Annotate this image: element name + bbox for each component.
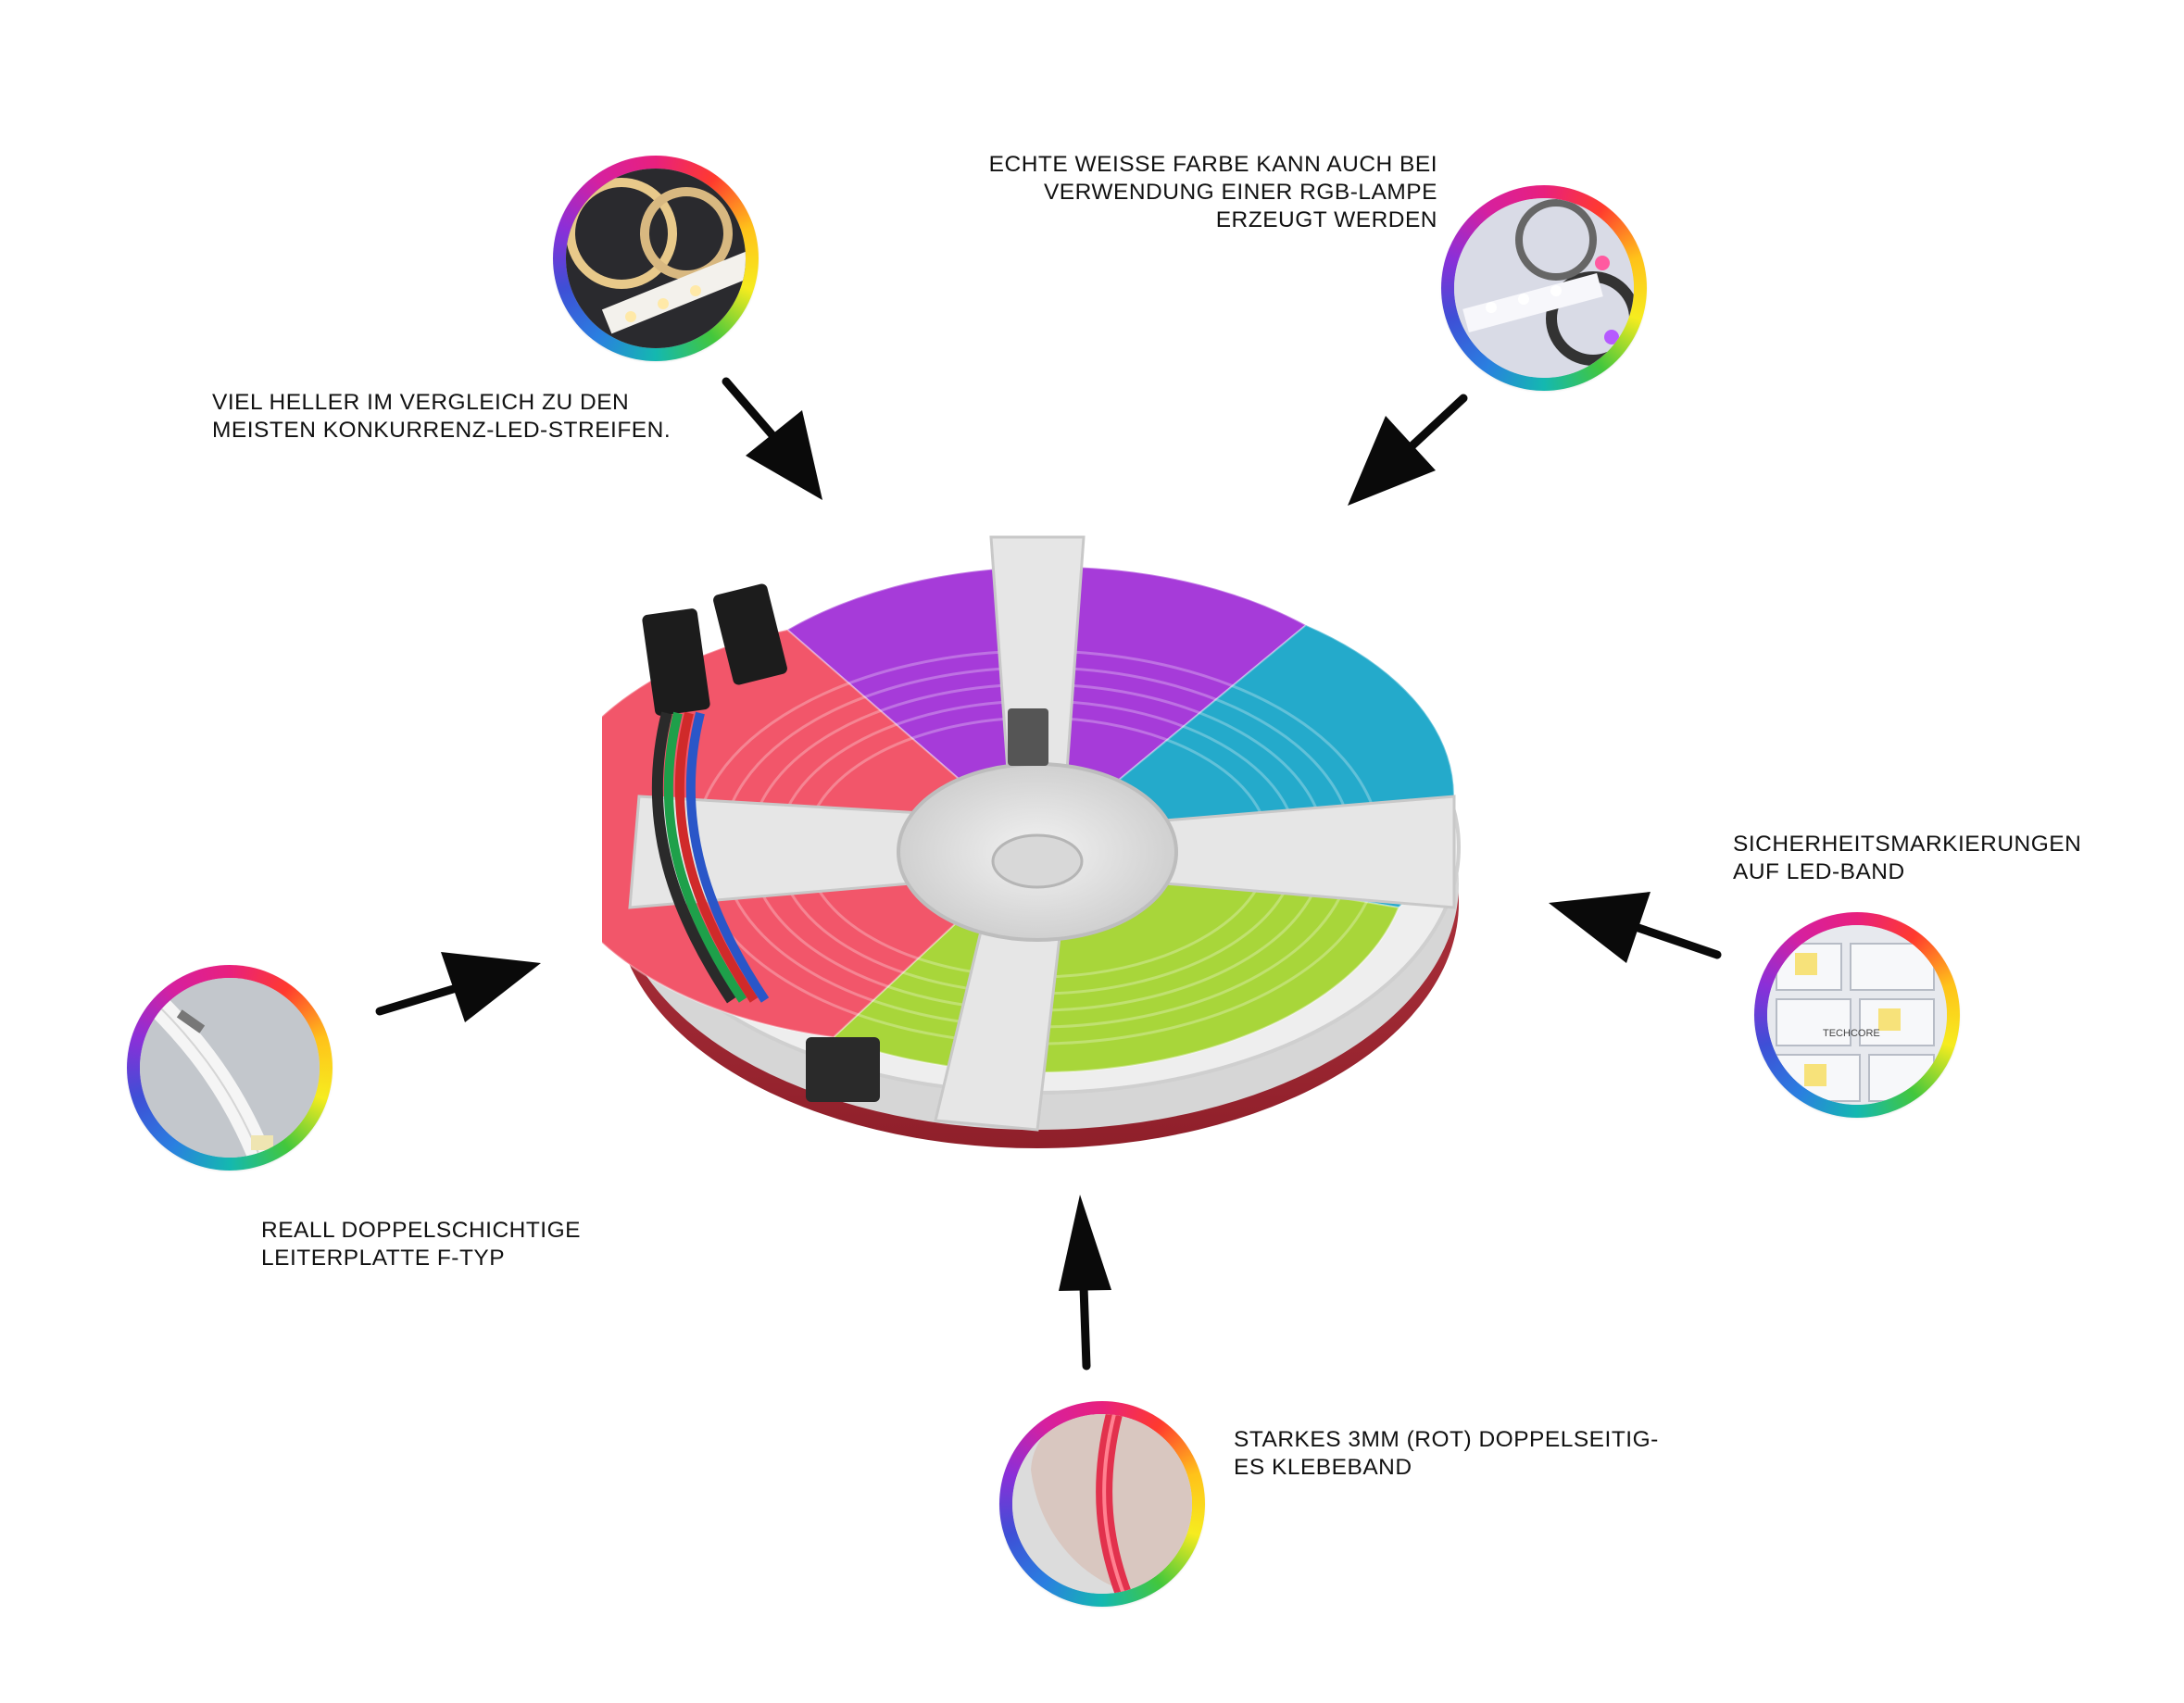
thumb-white: [1441, 185, 1647, 391]
caption-white-line-1: ECHTE WEIßE FARBE KANN AUCH BEI: [988, 152, 1437, 177]
arrow-to-tape: [1059, 1195, 1111, 1371]
caption-tape-line-2: ES KLEBEBAND: [1234, 1455, 1412, 1480]
caption-white-line-3: ERZEUGT WERDEN: [1215, 207, 1437, 232]
caption-white-line-2: VERWENDUNG EINER RGB-LAMPE: [1043, 180, 1437, 205]
caption-safety-line-1: SICHERHEITSMARKIERUNGEN: [1733, 832, 2082, 857]
led-strip-warm-icon: [566, 169, 746, 348]
caption-tape-line-1: STARKES 3MM (ROT) DOPPELSEITIG-: [1234, 1427, 1659, 1452]
techcore-mark: TECHCORE: [1823, 1028, 1880, 1039]
caption-tape: STARKES 3MM (ROT) DOPPELSEITIG- ES KLEBE…: [1234, 1426, 1659, 1482]
reel-connectors: [642, 583, 880, 1102]
arrow-to-pcb: [375, 952, 541, 1022]
pcb-strip-icon: [140, 978, 320, 1158]
thumb-pcb: [127, 965, 333, 1171]
led-strip-reel-image: [602, 535, 1461, 1148]
arrow-to-brighter: [722, 377, 822, 500]
caption-safety: SICHERHEITSMARKIERUNGEN AUF LED-BAND: [1733, 831, 2081, 886]
thumb-safety: TECHCORE: [1754, 912, 1960, 1118]
rgb-strip-white-icon: [1454, 198, 1634, 378]
caption-brighter-line-1: VIEL HELLER IM VERGLEICH ZU DEN: [212, 390, 630, 415]
thumb-brighter: [553, 156, 759, 361]
caption-pcb: REALL DOPPELSCHICHTIGE LEITERPLATTE F-TY…: [261, 1217, 581, 1272]
red-tape-icon: [1012, 1414, 1192, 1594]
arrow-to-safety: [1549, 892, 1722, 963]
thumb-tape: [999, 1401, 1205, 1607]
caption-brighter-line-2: MEISTEN KONKURRENZ-LED-STREIFEN.: [212, 418, 672, 443]
caption-pcb-line-2: LEITERPLATTE F-TYP: [261, 1246, 506, 1271]
caption-brighter: VIEL HELLER IM VERGLEICH ZU DEN MEISTEN …: [212, 389, 671, 445]
caption-white: ECHTE WEIßE FARBE KANN AUCH BEI VERWENDU…: [989, 151, 1437, 234]
safety-markings-icon: TECHCORE: [1767, 925, 1947, 1105]
caption-safety-line-2: AUF LED-BAND: [1733, 859, 1905, 884]
caption-pcb-line-1: REALL DOPPELSCHICHTIGE: [261, 1218, 582, 1243]
arrow-to-white: [1348, 394, 1468, 506]
